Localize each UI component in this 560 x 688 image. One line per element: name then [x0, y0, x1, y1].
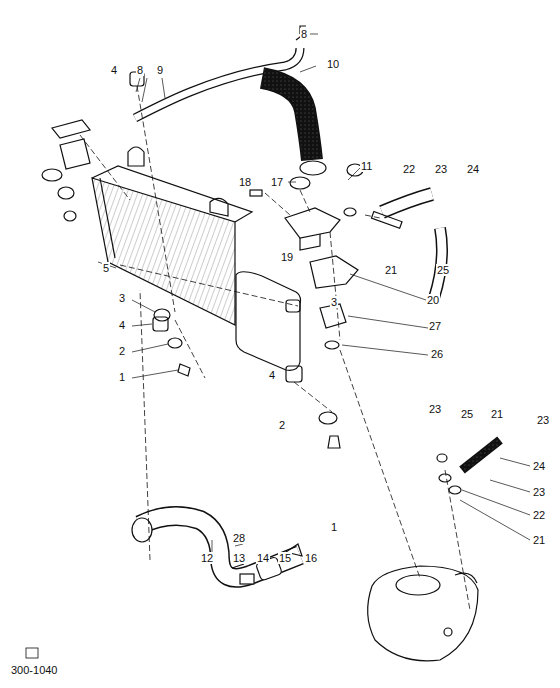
callout-number: 8	[136, 64, 144, 76]
callout-number: 1	[330, 521, 338, 533]
callout-number: 23	[536, 414, 550, 426]
callout-number: 21	[384, 264, 398, 276]
callout-number: 300-1040	[10, 664, 59, 676]
callout-number: 24	[532, 460, 546, 472]
callout-number: 20	[426, 294, 440, 306]
callout-number: 8	[300, 28, 308, 40]
callout-number: 15	[278, 552, 292, 564]
callout-number: 16	[304, 552, 318, 564]
callout-number: 4	[268, 369, 276, 381]
callout-number: 11	[360, 160, 373, 172]
callout-number: 1	[118, 371, 126, 383]
callout-number: 17	[270, 176, 284, 188]
callout-number: 24	[466, 163, 480, 175]
callout-number: 23	[532, 486, 546, 498]
callout-number: 10	[326, 58, 340, 70]
callout-number: 27	[428, 320, 442, 332]
callout-number: 3	[118, 292, 126, 304]
callout-number: 22	[402, 163, 416, 175]
callout-number: 19	[280, 251, 294, 263]
callout-number: 25	[460, 408, 474, 420]
callout-number: 4	[118, 319, 126, 331]
callout-number: 21	[532, 534, 546, 546]
callout-number: 21	[490, 408, 504, 420]
callout-number: 2	[278, 419, 286, 431]
callout-number: 5	[102, 262, 110, 274]
callout-number: 25	[436, 264, 450, 276]
callout-number: 13	[232, 552, 246, 564]
callout-number: 23	[428, 403, 442, 415]
callout-number: 28	[232, 532, 246, 544]
callout-number: 18	[238, 176, 252, 188]
callout-number: 22	[532, 509, 546, 521]
callout-number: 3	[330, 296, 338, 308]
callout-number: 12	[200, 552, 214, 564]
callout-number: 4	[110, 64, 118, 76]
callout-number: 2	[118, 345, 126, 357]
callout-number: 26	[430, 348, 444, 360]
callout-number: 14	[256, 552, 270, 564]
callout-number: 23	[434, 163, 448, 175]
callout-number: 9	[156, 64, 164, 76]
